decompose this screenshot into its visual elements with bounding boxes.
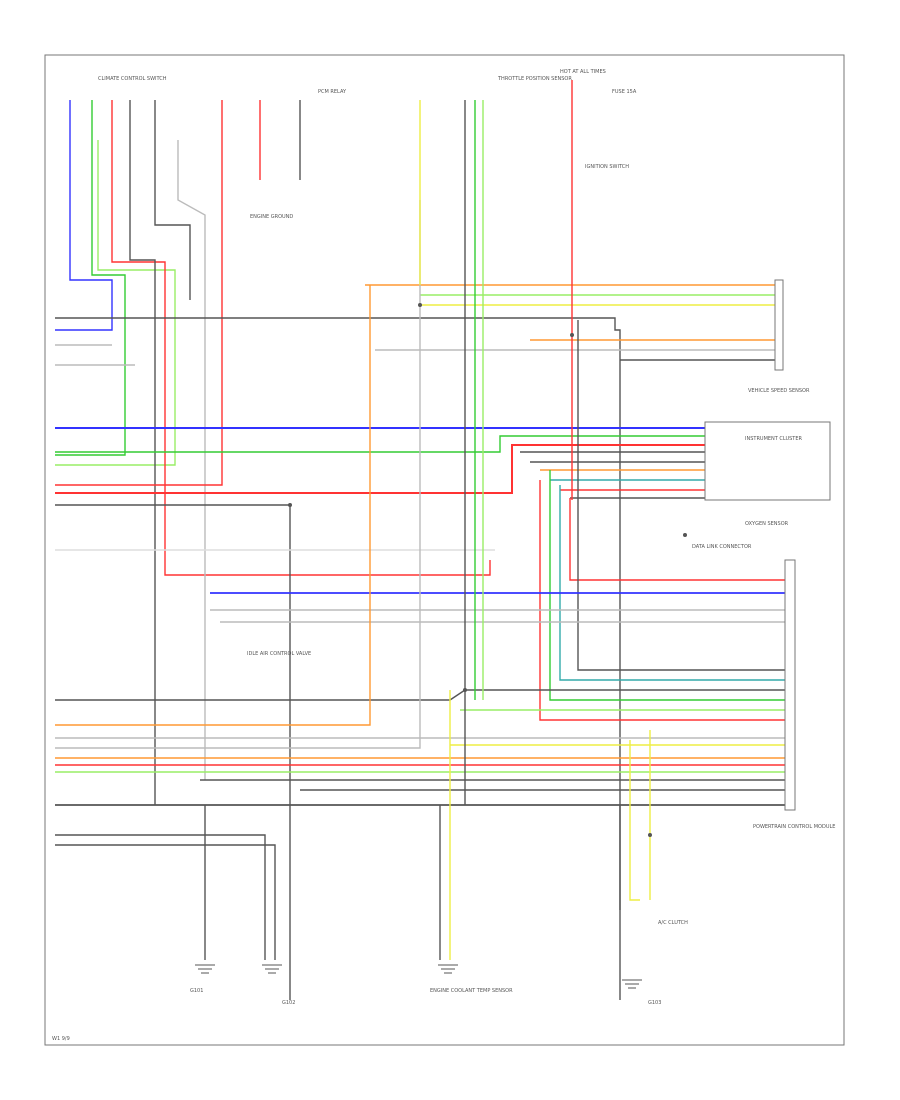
splice-4 — [570, 333, 574, 337]
wire-red-vert2 — [569, 498, 785, 581]
wire-red-h — [55, 444, 735, 494]
wire-gray-3 — [177, 140, 206, 780]
pcm-connector-box — [784, 559, 796, 811]
page-code: W1 9/9 — [52, 1036, 70, 1042]
wire-red-relay — [55, 100, 223, 486]
wire-orange-pcm — [55, 285, 371, 726]
wire-gray-h4 — [55, 504, 291, 1000]
oxygen-sensor-label: OXYGEN SENSOR — [745, 521, 789, 527]
wire-gray-h1 — [55, 317, 621, 1000]
splice-1 — [418, 303, 422, 307]
ground-mid-symbol — [262, 964, 282, 974]
ground-right-label: G103 — [648, 1000, 661, 1006]
engine-ground-label: ENGINE GROUND — [250, 214, 293, 220]
top-switch-label: CLIMATE CONTROL SWITCH — [98, 76, 167, 82]
wire-red-vert — [539, 480, 785, 721]
ground-ect-symbol — [438, 964, 458, 974]
relay-label: PCM RELAY — [318, 89, 347, 95]
wire-green-vert — [549, 470, 785, 701]
vss-label: VEHICLE SPEED SENSOR — [748, 388, 810, 394]
wire-gray-2 — [154, 100, 191, 300]
ground-mid-label: G102 — [282, 1000, 295, 1006]
splice-2 — [463, 688, 467, 692]
splice-6 — [648, 833, 652, 837]
wire-blue-1 — [55, 100, 113, 331]
wire-gray-vert — [577, 320, 785, 671]
component-layer — [195, 279, 831, 989]
vss-connector-box — [774, 279, 784, 371]
ground-left-label: G101 — [190, 988, 203, 994]
fuse-label: FUSE 15A — [612, 89, 637, 95]
diagram-frame — [44, 54, 845, 1046]
wire-layer — [55, 80, 785, 1000]
ground-left-symbol — [195, 964, 215, 974]
wire-dark-pcm — [55, 689, 785, 701]
splice-5 — [683, 533, 687, 537]
wire-red-1 — [111, 100, 491, 576]
ect-label: ENGINE COOLANT TEMP SENSOR — [430, 988, 513, 994]
wire-dark-b1 — [55, 834, 266, 960]
label-layer: CLIMATE CONTROL SWITCH PCM RELAY THROTTL… — [52, 69, 835, 1042]
wire-green-1 — [55, 100, 126, 456]
wire-teal-vert — [559, 485, 785, 681]
instrument-cluster-label: INSTRUMENT CLUSTER — [745, 436, 803, 442]
wire-yellow-b2 — [629, 740, 640, 901]
ignition-label: IGNITION SWITCH — [585, 164, 629, 170]
idle-air-label: IDLE AIR CONTROL VALVE — [247, 651, 311, 657]
hot-label: HOT AT ALL TIMES — [560, 69, 606, 75]
wire-gray-1 — [129, 100, 156, 805]
wire-green-h — [55, 435, 735, 453]
ground-right-symbol — [622, 979, 642, 989]
test-connector-label: DATA LINK CONNECTOR — [692, 544, 752, 550]
splice-3 — [288, 503, 292, 507]
wire-gray-pcm4 — [55, 200, 421, 749]
throttle-label: THROTTLE POSITION SENSOR — [497, 76, 572, 82]
wire-lime-1 — [55, 140, 176, 466]
ac-clutch-label: A/C CLUTCH — [658, 920, 688, 926]
instrument-cluster-box — [704, 421, 831, 501]
pcm-label: POWERTRAIN CONTROL MODULE — [753, 824, 835, 830]
wire-dark-b2 — [55, 844, 276, 960]
